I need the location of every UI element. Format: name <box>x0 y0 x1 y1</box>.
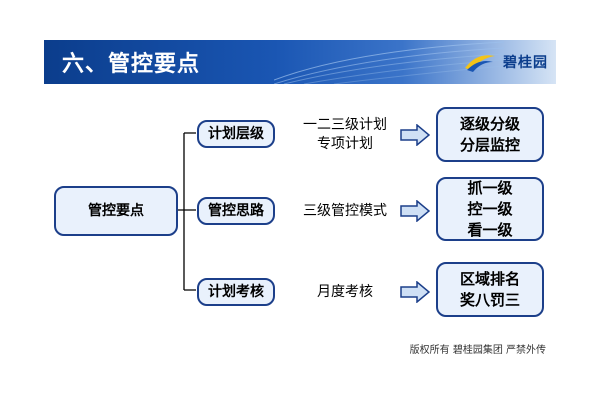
result-line: 抓一级 <box>467 178 513 197</box>
logo-emblem-icon <box>465 55 495 72</box>
result-node: 区域排名 奖八罚三 <box>436 262 544 317</box>
branch-description: 一二三级计划 专项计划 <box>290 116 400 154</box>
right-arrow-icon <box>400 281 430 303</box>
decorative-wave-lines <box>274 41 504 84</box>
result-line: 奖八罚三 <box>459 290 520 309</box>
description-line: 专项计划 <box>317 136 373 152</box>
logo-text: 碧桂园 <box>503 55 548 71</box>
company-logo: 碧桂园 <box>463 48 548 76</box>
branch-label: 管控思路 <box>208 203 264 219</box>
branch-label: 计划层级 <box>208 126 264 142</box>
branch-node-control-approach: 管控思路 <box>197 197 275 225</box>
branch-label: 计划考核 <box>208 284 264 300</box>
page-title: 六、管控要点 <box>62 52 201 77</box>
footer-copyright: 版权所有 碧桂园集团 严禁外传 <box>409 345 546 356</box>
right-arrow-icon <box>400 200 430 222</box>
branch-description: 月度考核 <box>290 283 400 302</box>
header-bar: 六、管控要点 碧桂园 <box>44 40 556 84</box>
description-line: 月度考核 <box>317 284 373 300</box>
result-line: 区域排名 <box>459 269 520 288</box>
right-arrow-icon <box>400 124 430 146</box>
result-line: 看一级 <box>467 220 513 239</box>
branch-node-plan-assessment: 计划考核 <box>197 278 275 306</box>
description-line: 三级管控模式 <box>303 203 387 219</box>
branch-node-plan-level: 计划层级 <box>197 120 275 148</box>
description-line: 一二三级计划 <box>303 117 387 133</box>
branch-description: 三级管控模式 <box>290 202 400 221</box>
result-node: 逐级分级 分层监控 <box>436 107 544 162</box>
root-label: 管控要点 <box>88 203 144 219</box>
result-line: 分层监控 <box>459 135 520 154</box>
result-line: 逐级分级 <box>459 114 520 133</box>
result-line: 控一级 <box>467 199 513 218</box>
result-node: 抓一级 控一级 看一级 <box>436 177 544 241</box>
root-node: 管控要点 <box>54 186 178 236</box>
